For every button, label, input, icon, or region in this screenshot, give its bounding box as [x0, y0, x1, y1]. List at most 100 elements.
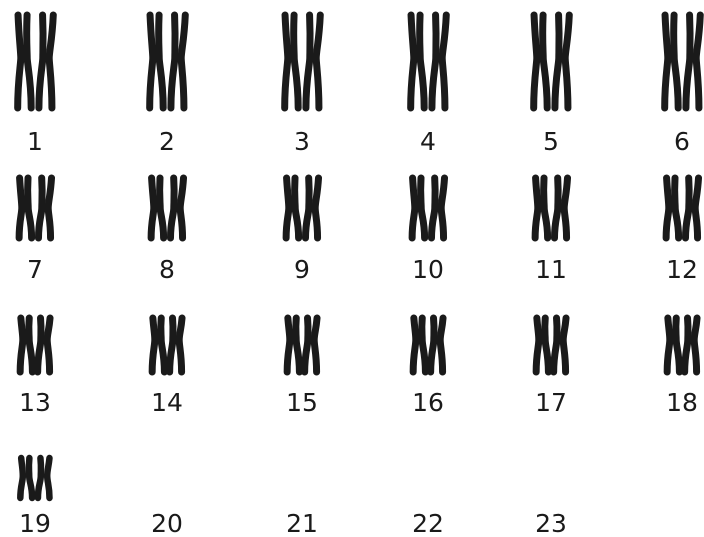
- chromosome-left: [534, 15, 548, 108]
- chromosome-number-label: 9: [294, 255, 310, 284]
- chromosome-pair-15: [287, 318, 317, 372]
- chromatid: [421, 178, 425, 238]
- chromatid: [431, 318, 434, 372]
- chromatid: [171, 15, 175, 108]
- chromosome-number-label: 15: [286, 388, 318, 417]
- chromosome-right: [306, 15, 320, 108]
- chromosome-pair-11: [535, 178, 567, 238]
- chromosome-right: [305, 318, 317, 372]
- chromosome-left: [287, 318, 299, 372]
- chromatid: [694, 318, 697, 372]
- chromatid: [666, 178, 669, 238]
- chromosome-pair-9: [286, 178, 318, 238]
- chromatid: [544, 178, 548, 238]
- chromatid: [38, 458, 41, 498]
- chromosome-left: [18, 15, 32, 108]
- chromosome-number-label: 14: [151, 388, 183, 417]
- chromatid: [27, 15, 32, 108]
- chromatid: [38, 318, 41, 372]
- chromosome-left: [413, 318, 425, 372]
- chromatid: [152, 318, 155, 372]
- chromatid: [543, 15, 548, 108]
- chromosome-left: [412, 178, 424, 238]
- chromatid: [440, 318, 443, 372]
- chromosome-number-label: 23: [535, 509, 567, 537]
- chromatid: [554, 318, 557, 372]
- chromatid: [287, 318, 290, 372]
- chromosome-pair-19: [20, 458, 49, 498]
- chromosome-right: [685, 178, 698, 238]
- chromosome-right: [170, 178, 183, 238]
- chromatid: [47, 318, 50, 372]
- chromosome-left: [151, 178, 163, 238]
- chromatid: [20, 458, 22, 498]
- chromosome-number-label: 3: [294, 127, 310, 156]
- chromatid: [411, 15, 414, 108]
- chromosome-left: [20, 458, 32, 498]
- chromatid: [38, 178, 42, 238]
- chromosome-right: [305, 178, 318, 238]
- chromosome-number-label: 10: [412, 255, 444, 284]
- chromatid: [413, 318, 416, 372]
- chromosome-right: [170, 318, 182, 372]
- chromatid: [675, 178, 679, 238]
- chromosome-number-label: 17: [535, 388, 567, 417]
- chromatid: [48, 178, 51, 238]
- chromatid: [545, 318, 549, 372]
- chromosome-number-label: 5: [543, 127, 559, 156]
- chromosome-right: [431, 318, 443, 372]
- chromosome-number-label: 18: [666, 388, 698, 417]
- chromatid: [150, 15, 153, 108]
- chromosome-pair-12: [666, 178, 698, 238]
- chromatid: [536, 318, 539, 372]
- chromosome-pair-1: [18, 15, 54, 108]
- chromosome-number-label: 12: [666, 255, 698, 284]
- chromosome-right: [554, 318, 566, 372]
- chromosome-pair-3: [285, 15, 321, 108]
- chromatid: [179, 318, 182, 372]
- chromosome-pair-10: [412, 178, 444, 238]
- chromatid: [170, 318, 173, 372]
- chromatid: [28, 178, 32, 238]
- chromatid: [314, 318, 317, 372]
- chromosome-right: [39, 15, 53, 108]
- chromosome-pair-16: [413, 318, 443, 372]
- chromosome-left: [20, 318, 32, 372]
- chromatid: [565, 15, 569, 108]
- chromosome-layer: [18, 15, 701, 498]
- chromatid: [686, 15, 690, 108]
- chromatid: [535, 178, 538, 238]
- chromatid: [295, 178, 299, 238]
- chromatid: [29, 458, 32, 498]
- chromosome-pair-17: [536, 318, 566, 372]
- chromatid: [316, 15, 320, 108]
- chromatid: [296, 318, 300, 372]
- chromosome-number-label: 1: [27, 127, 43, 156]
- chromatid: [18, 15, 21, 108]
- chromosome-right: [38, 318, 50, 372]
- chromatid: [151, 178, 154, 238]
- chromatid: [564, 178, 567, 238]
- chromosome-pair-18: [667, 318, 697, 372]
- chromosome-left: [286, 178, 298, 238]
- chromatid: [305, 178, 309, 238]
- chromatid: [422, 318, 426, 372]
- chromosome-left: [536, 318, 548, 372]
- chromosome-right: [38, 178, 51, 238]
- chromosome-number-label: 13: [19, 388, 51, 417]
- chromatid: [534, 15, 537, 108]
- chromosome-number-label: 20: [151, 509, 183, 537]
- chromatid: [49, 15, 53, 108]
- chromatid: [19, 178, 22, 238]
- chromosome-pair-5: [534, 15, 570, 108]
- chromatid: [160, 178, 164, 238]
- chromatid: [294, 15, 299, 108]
- chromosome-right: [686, 15, 700, 108]
- chromatid: [285, 15, 288, 108]
- chromatid: [315, 178, 318, 238]
- chromatid: [39, 15, 43, 108]
- chromosome-pair-14: [152, 318, 182, 372]
- chromatid: [696, 15, 700, 108]
